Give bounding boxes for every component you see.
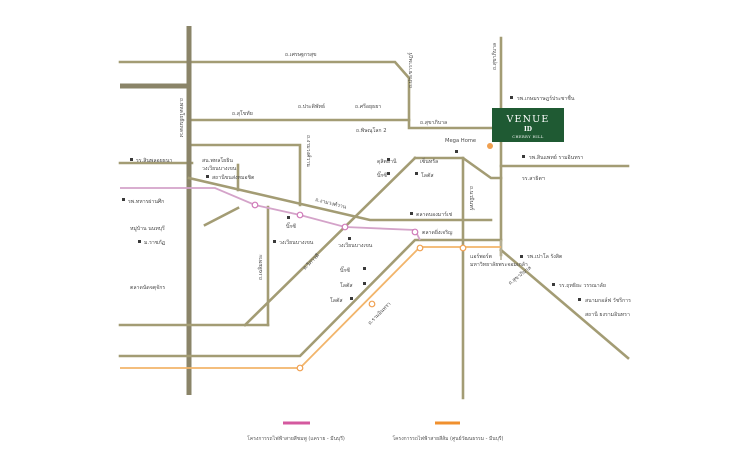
poi-label: ตลาดนัดจตุจักร <box>130 284 165 291</box>
orange-line-route <box>120 244 501 372</box>
poi-label: สถานีขนส่งหมอชิต <box>212 174 254 181</box>
road-right-horizontal <box>413 156 503 180</box>
road-diagonal-lower <box>203 206 240 227</box>
road-right-diagonal <box>499 248 630 360</box>
poi-label: ตลาดบองมาร์เช่ <box>416 211 453 218</box>
project-logo-mark: ID <box>524 126 532 133</box>
project-location-pin <box>487 143 493 149</box>
orange-station <box>296 364 304 372</box>
road-label-top: ถ.เศรษฐกรสุข <box>285 52 317 58</box>
project-logo-tagline: CHERRY HILL <box>512 135 544 139</box>
orange-station <box>459 244 467 252</box>
poi-label: วงเวียนบางเขน <box>338 242 373 249</box>
road-top <box>118 60 493 130</box>
poi-label: สนามกอล์ฟ วัชรีการ <box>585 297 631 304</box>
project-marker[interactable]: VENUE ID CHERRY HILL <box>487 108 564 149</box>
poi-label: Mega Home <box>445 138 476 144</box>
poi-label: รร.สินพลอยธนา <box>136 157 172 164</box>
poi-label: หมู่บ้าน นนทบุรี <box>130 225 165 232</box>
poi-label: รพ.เปาโล รังสิต <box>527 253 562 260</box>
road-diagonal-upper <box>187 176 493 222</box>
road-label-ngam-wong: ถ.งามวงศ์วาน <box>305 135 312 167</box>
pink-station <box>251 201 259 209</box>
poi-label: รพ.เกษมราษฎร์ประชาชื่น <box>517 95 575 102</box>
legend-pink-label: โครงการรถไฟฟ้าสายสีชมพู (แคราย - มีนบุรี… <box>247 435 345 442</box>
road-label-nawamin: ถ.นวมินทร์ <box>468 186 475 211</box>
road-label-right-top: ถ.สุขาภิบาล <box>491 43 498 70</box>
poi-label: ดุสิตธานี <box>377 158 397 165</box>
poi-label: สน.พหลโยธิน <box>202 157 233 164</box>
road-label-b: ถ.ประดิพัทธ์ <box>298 103 325 110</box>
poi-label: บิ๊กซี <box>377 171 387 179</box>
poi-label: วงเวียนบางเขน <box>279 239 314 246</box>
poi-label: วงเวียนบางเขน <box>202 165 237 172</box>
pink-station <box>296 211 304 219</box>
map-legend: โครงการรถไฟฟ้าสายสีชมพู (แคราย - มีนบุรี… <box>247 421 504 442</box>
poi-label: บิ๊กซี <box>340 266 350 274</box>
points-of-interest: รพ.เกษมราษฎร์ประชาชื่น รพ.สินแพทย์ รามอิ… <box>122 95 631 318</box>
poi-label: รร.สาธิตฯ <box>522 175 545 182</box>
road-label-left-major: ถ.พหลโยธินหลวง <box>178 98 185 138</box>
orange-station <box>368 300 376 308</box>
pink-station <box>341 223 349 231</box>
poi-label: ม.ราชภัฏ <box>144 239 166 246</box>
poi-label: รพ.ทหารผ่านศึก <box>128 198 164 205</box>
road-label-mid-vertical: ถ.ประชาราษฎร์ <box>407 52 414 88</box>
road-label-a: ถ.สุโขทัย <box>232 110 253 117</box>
poi-label: โลตัส <box>330 297 343 304</box>
road-label-c: ถ.ศรีอยุธยา <box>355 103 381 110</box>
road-labels: ถ.เศรษฐกรสุข ถ.สุขาภิบาล ถ.สุโขทัย ถ.ประ… <box>178 43 533 327</box>
road-label-left-vertical-2: ถ.เฉลิมพระ <box>257 254 264 280</box>
road-label-d: ถ.พิษณุโลก 2 <box>356 127 387 134</box>
road-diagonal-long <box>243 156 417 327</box>
poi-label: แอร์พอร์ต <box>470 253 492 260</box>
poi-label: โลตัส <box>340 282 353 289</box>
legend-orange-label: โครงการรถไฟฟ้าสายสีส้ม (ศูนย์วัฒนธรรม - … <box>392 435 503 442</box>
project-logo-title: VENUE <box>505 114 549 125</box>
road-row-3 <box>190 143 302 207</box>
road-label-e: ถ.สุขาภิบาล <box>420 119 447 126</box>
road-network <box>118 26 630 400</box>
poi-label: รร.ฤทธิยะ วรรณาลัย <box>559 282 606 289</box>
road-bottom-horizontal <box>118 238 503 358</box>
pink-line-route <box>120 187 421 241</box>
orange-station <box>416 244 424 252</box>
project-logo-box <box>492 108 564 142</box>
poi-label: มหาวิทยาลัยพระจอมเกล้า <box>470 261 528 268</box>
poi-label: ตลาดยิ่งเจริญ <box>422 229 453 236</box>
road-label-diagonal-lower: ถ.วิภาวดี <box>301 252 320 271</box>
pink-station <box>411 228 419 236</box>
poi-label: รพ.สินแพทย์ รามอินทรา <box>529 154 583 161</box>
poi-label: เซ็นทรัล <box>420 157 438 165</box>
poi-label: บิ๊กซี <box>286 222 296 230</box>
poi-label: โลตัส <box>421 172 434 179</box>
poi-label: สถานี ยงรามอินทรา <box>585 311 630 318</box>
